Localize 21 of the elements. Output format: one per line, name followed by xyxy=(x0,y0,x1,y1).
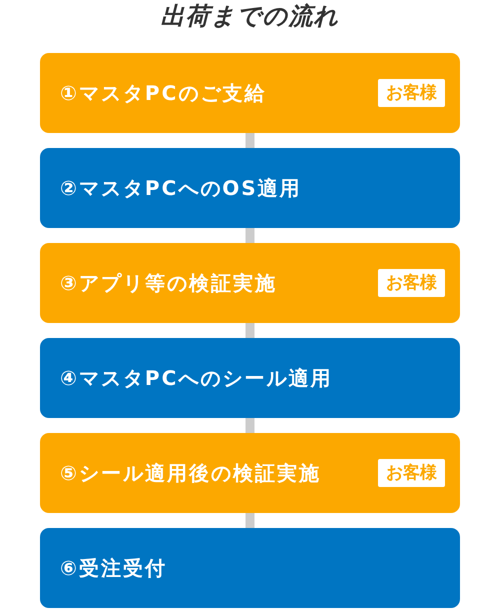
process-step-box xyxy=(40,528,460,608)
step-label: ⑤シール適用後の検証実施 xyxy=(60,460,321,486)
step-label: ②マスタPCへのOS適用 xyxy=(60,175,302,201)
connector-line xyxy=(246,513,254,528)
process-step-box xyxy=(40,243,460,323)
step-label: ⑥受注受付 xyxy=(60,555,167,581)
connector-line xyxy=(246,133,254,148)
step-label: ①マスタPCのご支給 xyxy=(60,80,266,106)
process-step-box xyxy=(40,433,460,513)
diagram-title: 出荷までの流れ xyxy=(160,1,340,31)
actor-tag: お客様 xyxy=(378,79,445,107)
actor-tag: お客様 xyxy=(378,269,445,297)
process-step-box xyxy=(40,148,460,228)
connector-line xyxy=(246,418,254,433)
process-step-box xyxy=(40,53,460,133)
step-label: ③アプリ等の検証実施 xyxy=(60,270,277,296)
connector-line xyxy=(246,228,254,243)
process-step-box xyxy=(40,338,460,418)
connector-line xyxy=(246,323,254,338)
actor-tag: お客様 xyxy=(378,459,445,487)
step-label: ④マスタPCへのシール適用 xyxy=(60,365,332,391)
